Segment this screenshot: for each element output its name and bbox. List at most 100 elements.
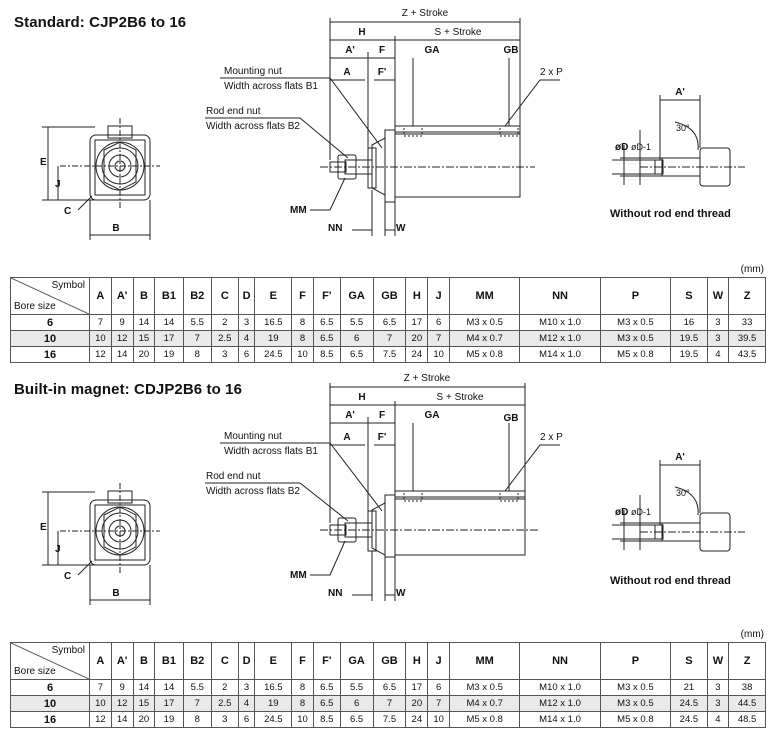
label-a: A: [343, 432, 350, 443]
table-cell: 24.5: [254, 711, 293, 728]
table-cell: 20: [132, 711, 156, 728]
table-cell: 8: [182, 711, 212, 728]
column-header: D: [237, 642, 256, 680]
label-f-prime: F': [378, 432, 387, 443]
unit-label: (mm): [740, 264, 764, 275]
unit-label: (mm): [740, 629, 764, 640]
table-cell: 38: [728, 679, 766, 696]
column-header: B2: [182, 277, 212, 315]
table-cell: 6: [237, 711, 256, 728]
corner-symbol-label: Symbol: [51, 645, 85, 656]
column-header: Z: [728, 642, 766, 680]
column-header: S: [670, 642, 708, 680]
table-cell: M10 x 1.0: [519, 679, 601, 696]
column-header: A: [89, 277, 112, 315]
table-cell: 24: [405, 346, 429, 363]
label-width-b2: Width across flats B2: [206, 121, 300, 132]
table-cell: 5.5: [182, 679, 212, 696]
corner-bore-label: Bore size: [14, 301, 56, 312]
table-cell: 7: [427, 695, 450, 712]
column-header: NN: [519, 642, 601, 680]
table-cell: 8: [182, 346, 212, 363]
table-cell: 14: [154, 314, 184, 331]
table-cell: 8: [291, 695, 314, 712]
rod-detail: [612, 460, 745, 552]
table-cell: 33: [728, 314, 766, 331]
table-cell: 7: [182, 695, 212, 712]
bore-size-cell: 6: [10, 314, 90, 331]
label-h: H: [358, 392, 365, 403]
table-cell: 6: [339, 330, 374, 347]
table-cell: M3 x 0.5: [599, 314, 672, 331]
column-header: MM: [448, 277, 521, 315]
table-cell: 20: [132, 346, 156, 363]
corner-diagonal: [11, 643, 89, 679]
table-cell: 8.5: [312, 711, 341, 728]
bore-size-cell: 10: [10, 695, 90, 712]
table-cell: 15: [132, 695, 156, 712]
column-header: F: [291, 642, 314, 680]
table-cell: M5 x 0.8: [599, 346, 672, 363]
label-c: C: [64, 206, 71, 217]
label-b: B: [112, 588, 119, 599]
table-cell: 14: [110, 711, 134, 728]
column-header: W: [706, 277, 730, 315]
table-cell: 6: [339, 695, 374, 712]
table-cell: 9: [110, 314, 134, 331]
column-header: Z: [728, 277, 766, 315]
label-without-thread: Without rod end thread: [610, 208, 731, 220]
column-header: GA: [339, 277, 374, 315]
table-cell: 6.5: [312, 679, 341, 696]
label-j: J: [55, 544, 61, 555]
table-cell: 19.5: [670, 330, 708, 347]
table-cell: M3 x 0.5: [448, 679, 521, 696]
table-cell: 14: [132, 314, 156, 331]
label-b: B: [112, 223, 119, 234]
table-cell: 17: [405, 314, 429, 331]
label-without-thread: Without rod end thread: [610, 575, 731, 587]
corner-diagonal: [11, 278, 89, 314]
table-cell: 21: [670, 679, 708, 696]
column-header: MM: [448, 642, 521, 680]
table-cell: 14: [110, 346, 134, 363]
label-f: F: [379, 45, 385, 56]
table-cell: 5.5: [339, 679, 374, 696]
label-a-prime: A': [345, 45, 355, 56]
table-cell: 3: [706, 330, 730, 347]
table-cell: 6.5: [312, 314, 341, 331]
table-cell: 43.5: [728, 346, 766, 363]
label-width-b1: Width across flats B1: [224, 81, 318, 92]
table-cell: 7: [89, 679, 112, 696]
table-cell: 3: [706, 314, 730, 331]
label-a-prime-side: A': [675, 452, 685, 463]
table-cell: 3: [706, 679, 730, 696]
table-cell: 16.5: [254, 314, 293, 331]
column-header: P: [599, 642, 672, 680]
label-z-stroke: Z + Stroke: [404, 373, 451, 384]
label-h: H: [358, 27, 365, 38]
column-header: A: [89, 642, 112, 680]
table-cell: 17: [405, 679, 429, 696]
drawing-labels: Z + Stroke H S + Stroke A' F GA GB A F' …: [40, 8, 731, 234]
table-cell: M3 x 0.5: [599, 679, 672, 696]
table-cell: 8: [291, 679, 314, 696]
table-cell: 19: [254, 695, 293, 712]
section-title-standard: Standard: CJP2B6 to 16: [14, 14, 187, 31]
label-mm: MM: [290, 570, 307, 581]
column-header: S: [670, 277, 708, 315]
table-cell: M5 x 0.8: [448, 711, 521, 728]
table-cell: 20: [405, 330, 429, 347]
column-header: B1: [154, 277, 184, 315]
label-od: øD: [615, 142, 628, 153]
label-od1: øD-1: [631, 142, 651, 152]
section-title-magnet: Built-in magnet: CDJP2B6 to 16: [14, 381, 243, 398]
label-z-stroke: Z + Stroke: [402, 8, 449, 19]
column-header: E: [254, 277, 293, 315]
table-cell: 12: [110, 695, 134, 712]
table-cell: 4: [706, 711, 730, 728]
column-header: H: [405, 277, 429, 315]
